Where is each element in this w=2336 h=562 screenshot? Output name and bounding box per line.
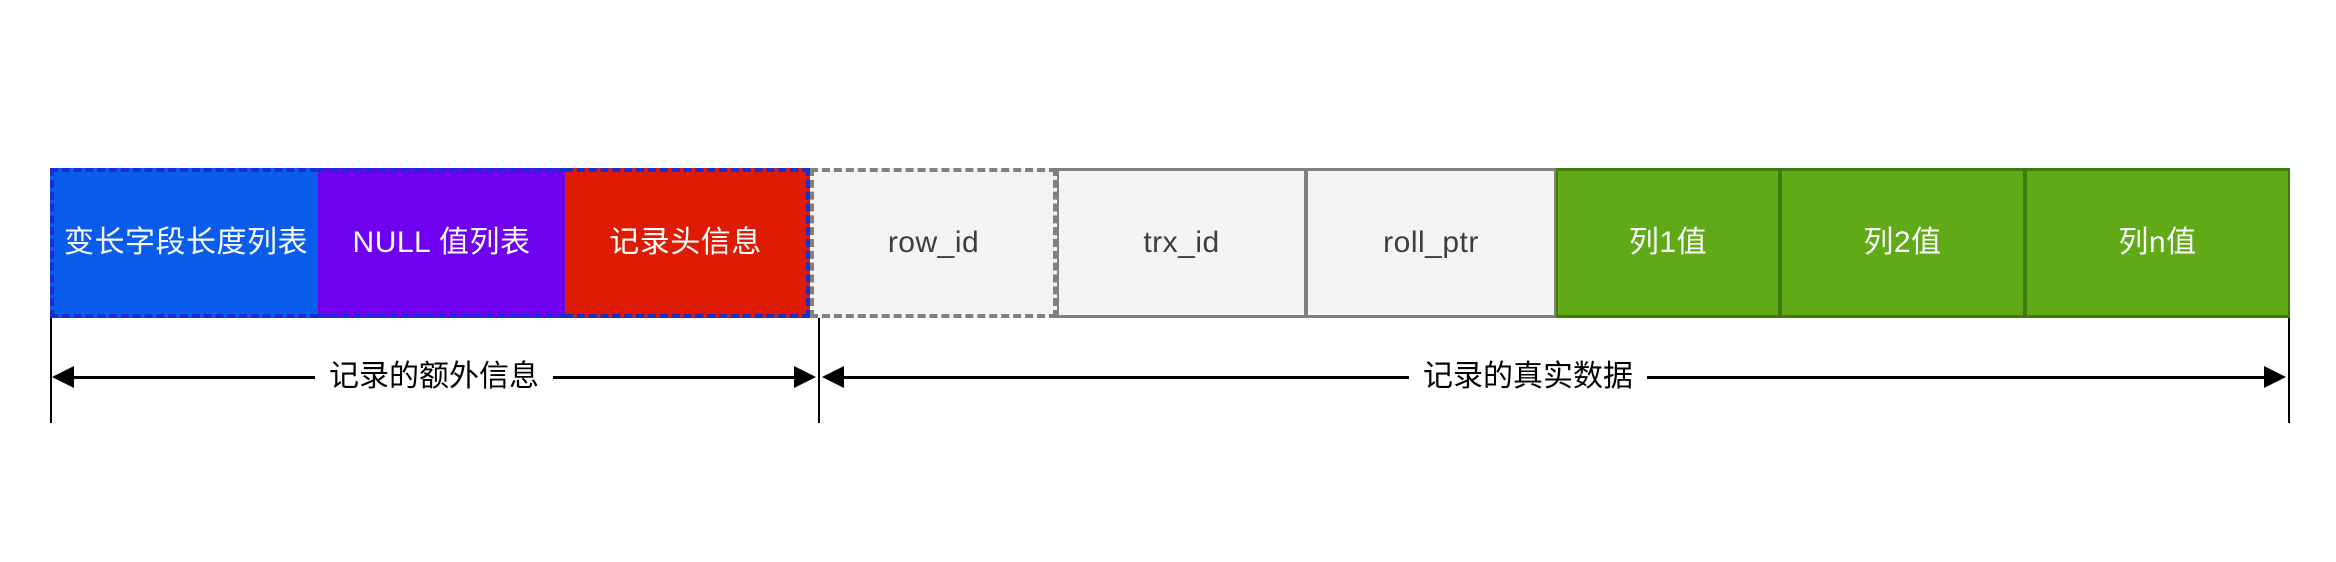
segment-label: 变长字段长度列表 [64, 226, 308, 259]
segment-label: trx_id [1143, 226, 1220, 259]
segment-label: 记录头信息 [609, 226, 762, 259]
segment-record-header-info[interactable]: 记录头信息 [565, 168, 810, 318]
arrow-head-right-icon [794, 366, 816, 388]
segment-row-id[interactable]: row_id [810, 168, 1057, 318]
arrow-head-left-icon [52, 366, 74, 388]
dimension-label: 记录的额外信息 [315, 362, 553, 392]
dimension-tick-right [2288, 318, 2290, 423]
segment-trx-id[interactable]: trx_id [1057, 168, 1306, 318]
segment-column-2-value[interactable]: 列2值 [1780, 168, 2025, 318]
segment-label: NULL 值列表 [352, 226, 531, 259]
segment-column-n-value[interactable]: 列n值 [2025, 168, 2290, 318]
segment-column-1-value[interactable]: 列1值 [1556, 168, 1780, 318]
segment-label: row_id [887, 226, 980, 259]
record-segment-row: 变长字段长度列表 NULL 值列表 记录头信息 row_id trx_id ro… [50, 168, 2290, 318]
segment-null-value-list[interactable]: NULL 值列表 [318, 168, 565, 318]
dimension-tick-middle [818, 318, 820, 423]
segment-label: 列1值 [1628, 226, 1708, 259]
arrow-head-left-icon [822, 366, 844, 388]
dimension-label: 记录的真实数据 [1409, 362, 1647, 392]
segment-roll-ptr[interactable]: roll_ptr [1306, 168, 1556, 318]
segment-label: 列2值 [1863, 226, 1942, 259]
segment-label: 列n值 [2118, 226, 2197, 259]
arrow-head-right-icon [2264, 366, 2286, 388]
segment-var-length-field-list[interactable]: 变长字段长度列表 [50, 168, 318, 318]
segment-label: roll_ptr [1383, 226, 1479, 259]
dimension-tick-left [50, 318, 52, 423]
